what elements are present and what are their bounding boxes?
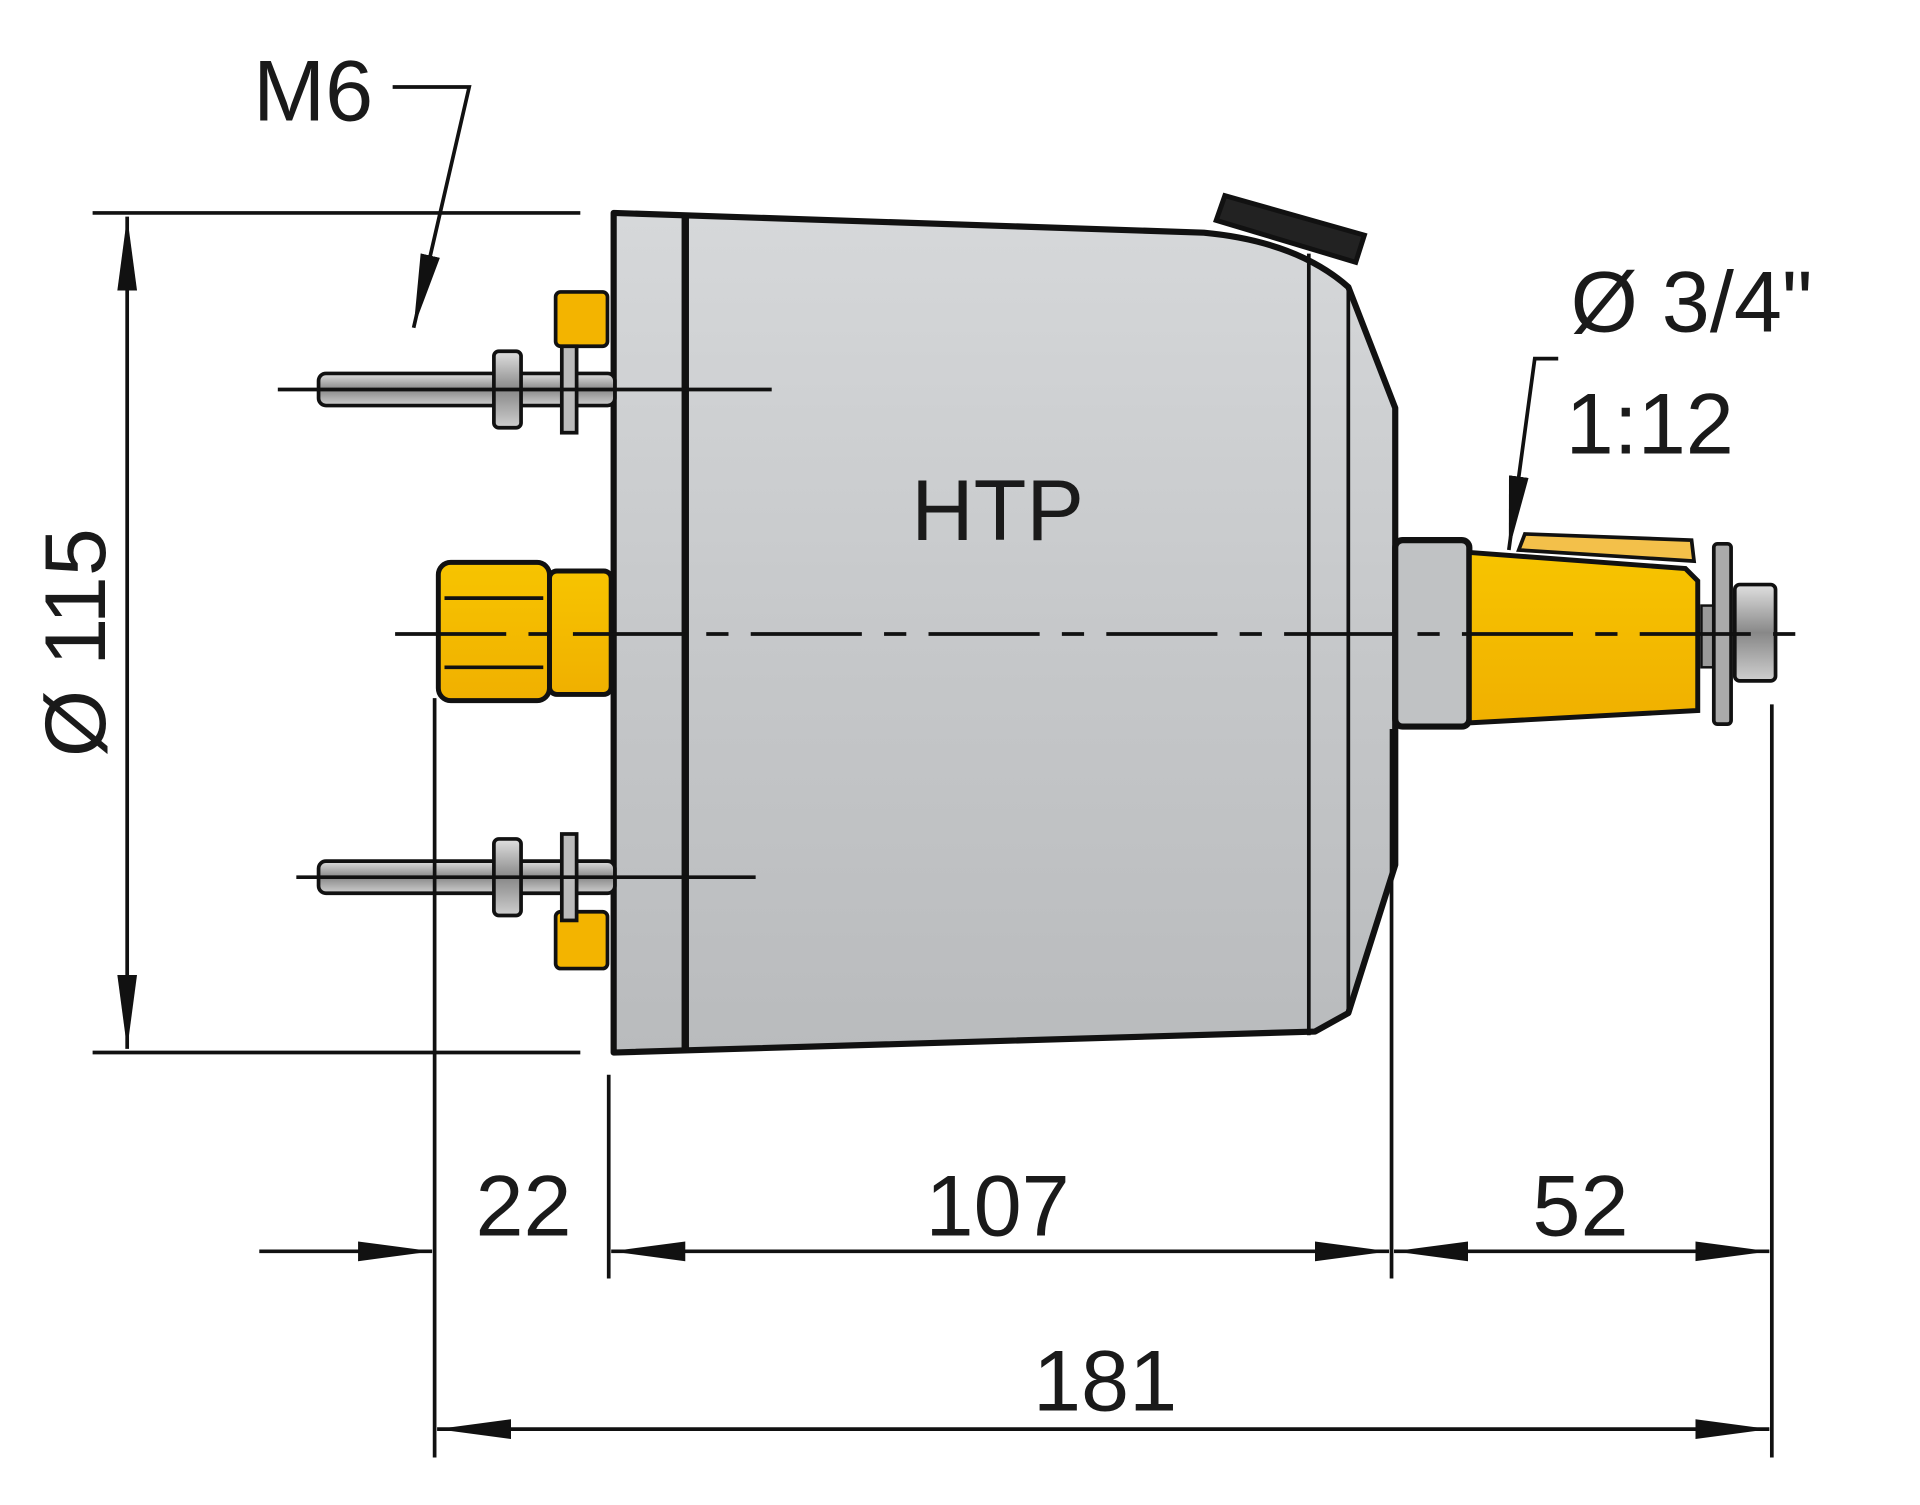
length-dimensions: 22 107 52 181: [259, 1158, 1770, 1440]
rear-hydraulic-fitting: [435, 559, 614, 704]
mounting-brackets: [553, 290, 610, 971]
extension-lines: [432, 698, 1774, 1458]
dim-181-label: 181: [1033, 1334, 1177, 1430]
dim-52-label: 52: [1532, 1158, 1628, 1254]
dim-107-label: 107: [926, 1158, 1070, 1254]
output-shaft: [1392, 532, 1778, 730]
m6-label: M6: [253, 43, 373, 139]
top-knob: [1213, 192, 1368, 266]
product-label: HTP: [911, 463, 1084, 559]
shaft-callout: Ø 3/4" 1:12: [1507, 254, 1813, 551]
m6-callout: M6: [253, 43, 472, 329]
shaft-taper-label: 1:12: [1566, 377, 1734, 473]
diameter-label: Ø 115: [28, 528, 124, 757]
shaft-diameter-label: Ø 3/4": [1571, 254, 1813, 350]
dim-22-label: 22: [475, 1158, 571, 1254]
diameter-dimension: Ø 115: [28, 211, 581, 1055]
